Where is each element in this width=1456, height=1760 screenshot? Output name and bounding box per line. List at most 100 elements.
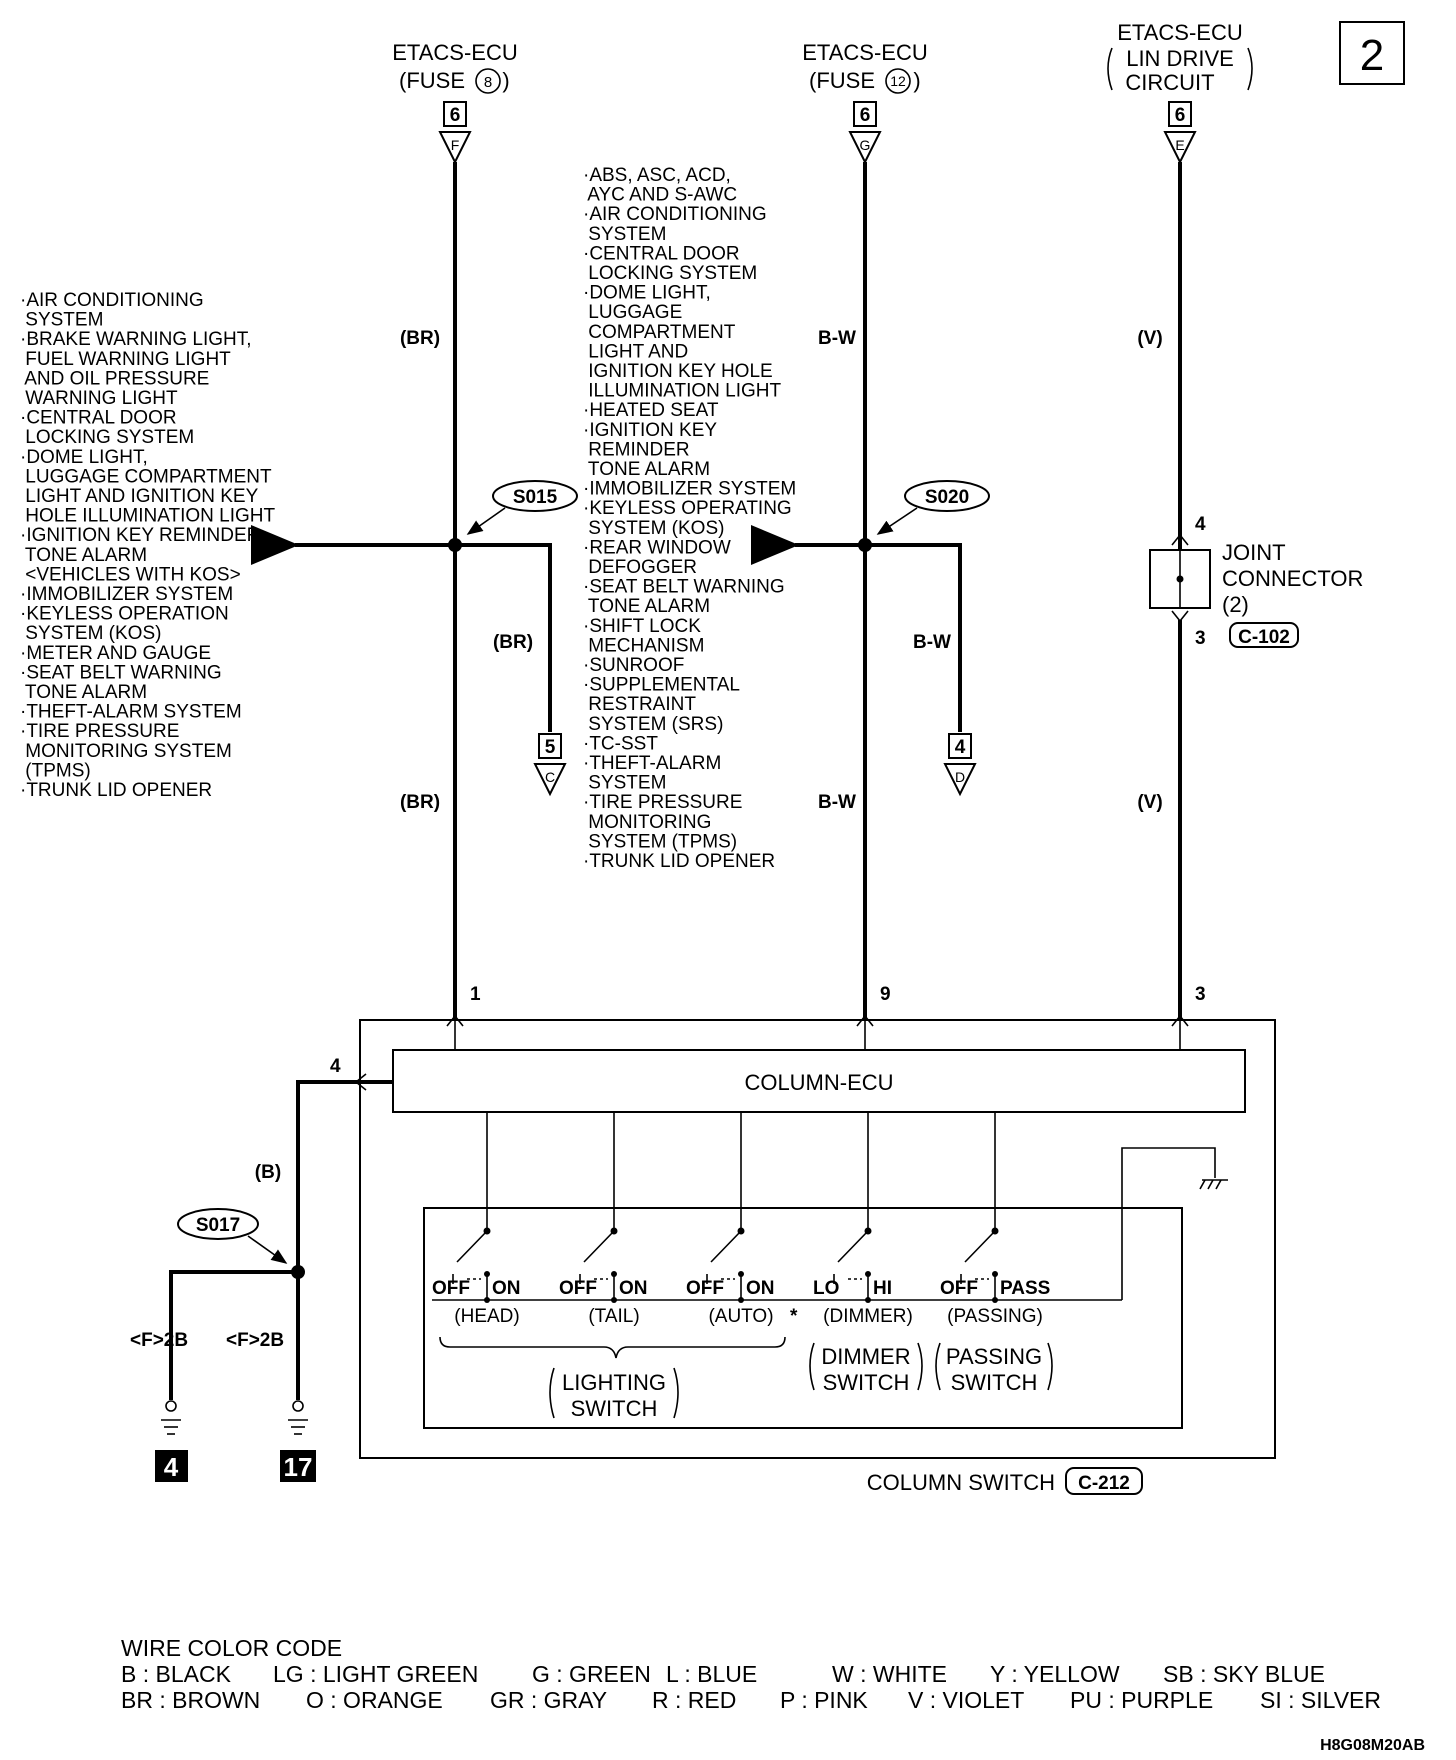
system-list-item: ·TRUNK LID OPENER (20, 780, 212, 801)
svg-text:E: E (1175, 137, 1184, 153)
svg-text:CONNECTOR: CONNECTOR (1222, 566, 1363, 591)
pin-4: 4 (330, 1056, 393, 1091)
wire-br: (BR) (BR) (400, 162, 457, 1020)
system-list-item: ·BRAKE WARNING LIGHT, (20, 329, 252, 350)
system-list-item: LIGHT AND IGNITION KEY (20, 486, 259, 507)
system-list-item: <VEHICLES WITH KOS> (20, 564, 241, 585)
wire-color-entry: PU : PURPLE (1070, 1687, 1213, 1713)
switch-off-label: OFF (940, 1278, 978, 1299)
splice-s020: S020 B-W (751, 480, 990, 732)
switch-on-label: ON (492, 1278, 521, 1299)
system-list-item: ·AIR CONDITIONING (20, 290, 204, 311)
middle-system-list: ·ABS, ASC, ACD, AYC AND S-AWC·AIR CONDIT… (583, 165, 796, 872)
joint-connector: 4 3 JOINT CONNECTOR (2) C-102 (1149, 514, 1363, 649)
system-list-item: SYSTEM (SRS) (583, 714, 723, 735)
switch-contact: OFF ON (HEAD) (432, 1227, 521, 1327)
switch-name: (AUTO) (708, 1306, 773, 1327)
svg-text:C-212: C-212 (1078, 1473, 1130, 1494)
system-list-item: ·ABS, ASC, ACD, (583, 165, 731, 186)
wire-color-entry: SB : SKY BLUE (1163, 1661, 1325, 1687)
connector-c: 5 C (533, 733, 567, 797)
svg-text:6: 6 (1175, 105, 1186, 126)
svg-text:S015: S015 (513, 487, 558, 508)
figure-code: H8G08M20AB (1320, 1737, 1425, 1754)
svg-text:6: 6 (860, 105, 871, 126)
system-list-item: ·KEYLESS OPERATION (20, 604, 229, 625)
switch-off-label: OFF (686, 1278, 724, 1299)
svg-text:JOINT: JOINT (1222, 540, 1286, 565)
svg-text:17: 17 (284, 1452, 313, 1482)
svg-text:): ) (502, 68, 509, 93)
switch-off-label: OFF (432, 1278, 470, 1299)
svg-text:G: G (860, 137, 871, 153)
system-list-item: ILLUMINATION LIGHT (583, 381, 782, 402)
system-list-item: AND OIL PRESSURE (20, 368, 209, 389)
svg-text:5: 5 (545, 737, 556, 758)
wire-color-entry: G : GREEN (532, 1661, 651, 1687)
pin-1: 1 (446, 984, 481, 1050)
system-list-item: LOCKING SYSTEM (583, 263, 757, 284)
switch-name: (HEAD) (454, 1306, 519, 1327)
svg-text:6: 6 (450, 105, 461, 126)
splice-s015: S015 (BR) (251, 480, 578, 732)
switch-on-label: HI (873, 1278, 892, 1299)
svg-text:2: 2 (1360, 31, 1384, 80)
system-list-item: ·TIRE PRESSURE (583, 792, 742, 813)
source-etacs-lin: ETACS-ECU LIN DRIVE CIRCUIT 6 E (1107, 20, 1253, 165)
system-list-item: ·CENTRAL DOOR (583, 243, 740, 264)
system-list-item: IGNITION KEY HOLE (583, 361, 773, 382)
svg-text:(FUSE: (FUSE (809, 68, 875, 93)
svg-text:8: 8 (484, 74, 492, 91)
ground-point-4: <F>2B 4 (130, 1330, 188, 1482)
system-list-item: ·REAR WINDOW (583, 537, 731, 558)
system-list-item: SYSTEM (KOS) (583, 518, 724, 539)
svg-text:ETACS-ECU: ETACS-ECU (392, 40, 518, 65)
svg-text:*: * (790, 1306, 798, 1327)
svg-text:C: C (545, 769, 555, 785)
system-list-item: DEFOGGER (583, 557, 697, 578)
svg-text:4: 4 (955, 737, 966, 758)
system-list-item: ·AIR CONDITIONING (583, 204, 767, 225)
system-list-item: ·TC-SST (583, 733, 658, 754)
svg-text:<F>2B: <F>2B (226, 1330, 284, 1351)
system-list-item: ·KEYLESS OPERATING (583, 498, 792, 519)
switch-off-label: LO (813, 1278, 839, 1299)
ground-wiring: (B) S017 (169, 1080, 393, 1400)
connector-d: 4 D (943, 733, 977, 797)
wire-color-entry: B : BLACK (121, 1661, 232, 1687)
pin-3: 3 (1171, 984, 1206, 1050)
system-list-item: MONITORING SYSTEM (20, 741, 232, 762)
svg-text:4: 4 (330, 1056, 341, 1077)
system-list-item: ·DOME LIGHT, (583, 283, 711, 304)
system-list-item: SYSTEM (TPMS) (583, 831, 737, 852)
switch-on-label: PASS (1000, 1278, 1050, 1299)
svg-text:(B): (B) (255, 1162, 281, 1183)
svg-text:WIRE COLOR CODE: WIRE COLOR CODE (121, 1635, 342, 1661)
wire-bw: B-W B-W (818, 162, 867, 1020)
system-list-item: WARNING LIGHT (20, 388, 178, 409)
system-list-item: SYSTEM (583, 773, 666, 794)
svg-text:<F>2B: <F>2B (130, 1330, 188, 1351)
left-system-list: ·AIR CONDITIONING SYSTEM·BRAKE WARNING L… (20, 290, 276, 801)
svg-text:D: D (955, 769, 965, 785)
system-list-item: ·IGNITION KEY (583, 420, 717, 441)
switch-off-label: OFF (559, 1278, 597, 1299)
system-list-item: ·SUPPLEMENTAL (583, 675, 740, 696)
system-list-item: ·IMMOBILIZER SYSTEM (20, 584, 233, 605)
system-list-item: SYSTEM (583, 224, 666, 245)
svg-text:S017: S017 (196, 1215, 240, 1236)
system-list-item: FUEL WARNING LIGHT (20, 349, 231, 370)
svg-text:S020: S020 (925, 487, 969, 508)
system-list-item: LIGHT AND (583, 341, 688, 362)
system-list-item: MONITORING (583, 812, 711, 833)
svg-text:CIRCUIT: CIRCUIT (1125, 70, 1214, 95)
system-list-item: AYC AND S-AWC (583, 185, 737, 206)
wire-color-entry: Y : YELLOW (990, 1661, 1120, 1687)
system-list-item: ·THEFT-ALARM (583, 753, 721, 774)
wire-color-entry: O : ORANGE (306, 1687, 443, 1713)
system-list-item: RESTRAINT (583, 694, 696, 715)
system-list-item: ·IMMOBILIZER SYSTEM (583, 479, 796, 500)
